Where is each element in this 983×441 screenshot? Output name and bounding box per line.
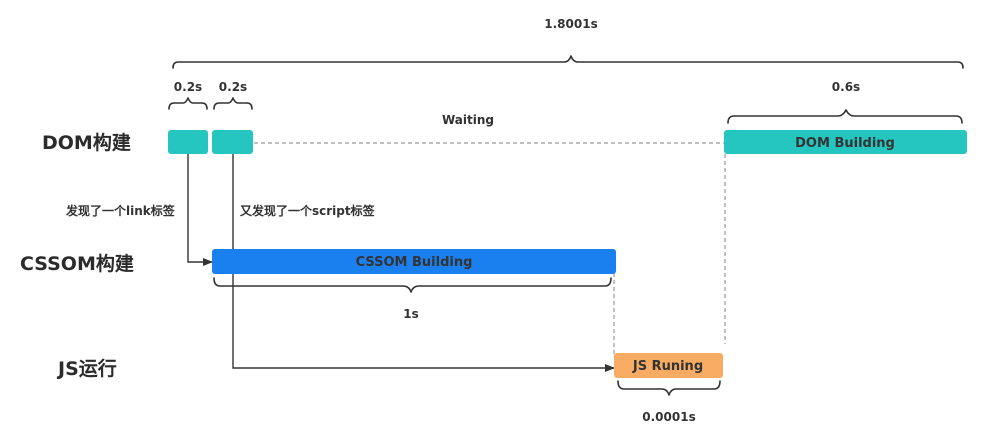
dom-first-duration-label: 0.2s xyxy=(174,80,202,94)
dom-building-duration-brace xyxy=(727,109,963,124)
total-duration-label: 1.8001s xyxy=(544,17,597,31)
dom-parse-segment-1 xyxy=(168,130,208,154)
js-duration-label: 0.0001s xyxy=(642,410,695,424)
dom-second-duration-label: 0.2s xyxy=(219,80,247,94)
js-running-bar-label: JS Runing xyxy=(632,359,703,374)
js-running-bar xyxy=(614,353,723,378)
dom-building-bar xyxy=(724,130,967,154)
total-duration-brace xyxy=(172,55,964,69)
waiting-label: Waiting xyxy=(442,113,494,127)
dom-first-duration-brace xyxy=(168,97,208,110)
dom-building-bar-label: DOM Building xyxy=(795,136,895,151)
cssom-duration-label: 1s xyxy=(403,307,419,321)
dom-parse-segment-2 xyxy=(212,130,253,154)
cssom-building-bar-label: CSSOM Building xyxy=(356,255,473,270)
link-discovery-label: 发现了一个link标签 xyxy=(65,203,176,218)
row-label-js: JS运行 xyxy=(56,357,117,380)
cssom-duration-brace xyxy=(213,277,612,293)
row-label-dom: DOM构建 xyxy=(42,131,131,154)
row-label-cssom: CSSOM构建 xyxy=(20,252,134,275)
dom-building-duration-label: 0.6s xyxy=(832,80,860,94)
cssom-building-bar xyxy=(212,249,616,274)
js-duration-brace xyxy=(617,380,721,396)
script-discovery-arrow xyxy=(232,154,615,372)
link-discovery-arrow xyxy=(187,154,213,266)
dom-second-duration-brace xyxy=(213,97,253,110)
script-discovery-label: 又发现了一个script标签 xyxy=(239,203,376,218)
